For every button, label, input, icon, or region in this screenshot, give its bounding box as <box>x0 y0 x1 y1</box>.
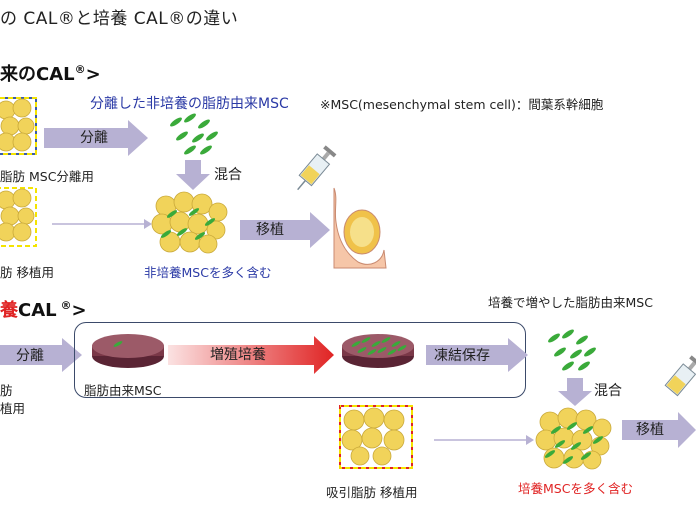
cultured-transplant-arrow <box>622 412 696 448</box>
fat-transplant-label: 肪 移植用 <box>0 265 54 280</box>
cultured-separate-arrow <box>0 338 82 372</box>
cultured-mixture-cluster <box>535 407 612 470</box>
freeze-step-label: 凍結保存 <box>434 348 490 364</box>
cultured-msc-cells <box>548 329 596 371</box>
dish-msc-label: 脂肪由来MSC <box>84 383 162 398</box>
separate-step-label: 分離 <box>80 130 108 146</box>
cultured-transplant-step-label: 移植 <box>636 422 664 438</box>
breast-illustration <box>333 187 387 269</box>
cultured-left-label-1: 肪 <box>0 383 13 398</box>
conventional-mixture-cluster <box>151 191 228 254</box>
cultured-mix-step-label: 混合 <box>594 383 622 399</box>
mix-step-label: 混合 <box>214 167 242 183</box>
cultured-mixture-label: 培養MSCを多く含む <box>518 481 633 496</box>
mix-arrow-down <box>176 160 210 190</box>
proliferate-step-label: 増殖培養 <box>210 347 266 363</box>
freeze-arrow <box>426 338 528 372</box>
culture-dish-proliferated <box>342 334 414 368</box>
separate-arrow <box>44 120 148 156</box>
syringe-icon-2 <box>664 355 696 397</box>
suction-fat-label: 吸引脂肪 移植用 <box>326 485 418 500</box>
fat-block-separation <box>0 97 37 155</box>
cultured-mix-arrow-down <box>558 378 592 406</box>
fat-block-transplant <box>0 187 37 247</box>
cultured-heading: 養CAL ®> <box>0 299 87 321</box>
cultured-separate-label: 分離 <box>16 348 44 364</box>
culture-process-box <box>74 322 526 398</box>
conventional-heading: 来のCAL®> <box>0 63 101 85</box>
msc-note: ※MSC(mesenchymal stem cell)：間葉系幹細胞 <box>320 97 604 112</box>
page-title: の CAL®と培養 CAL®の違い <box>0 9 239 29</box>
transplant-step-label: 移植 <box>256 222 284 238</box>
culture-dish-initial <box>92 334 164 368</box>
cultured-left-label-2: 植用 <box>0 401 26 416</box>
separated-msc-label: 分離した非培養の脂肪由来MSC <box>90 96 289 112</box>
syringe-icon <box>297 145 337 191</box>
separated-msc-cells <box>170 113 218 155</box>
transplant-arrow <box>240 212 330 248</box>
proliferate-arrow <box>168 336 334 374</box>
suction-fat-block <box>339 405 413 469</box>
conventional-mixture-label: 非培養MSCを多く含む <box>144 265 272 280</box>
fat-to-mixture-arrow <box>52 219 152 229</box>
suction-to-mixture-arrow <box>434 435 534 445</box>
cultured-msc-label: 培養で増やした脂肪由来MSC <box>488 295 653 310</box>
fat-msc-separation-label: 脂肪 MSC分離用 <box>0 169 94 184</box>
